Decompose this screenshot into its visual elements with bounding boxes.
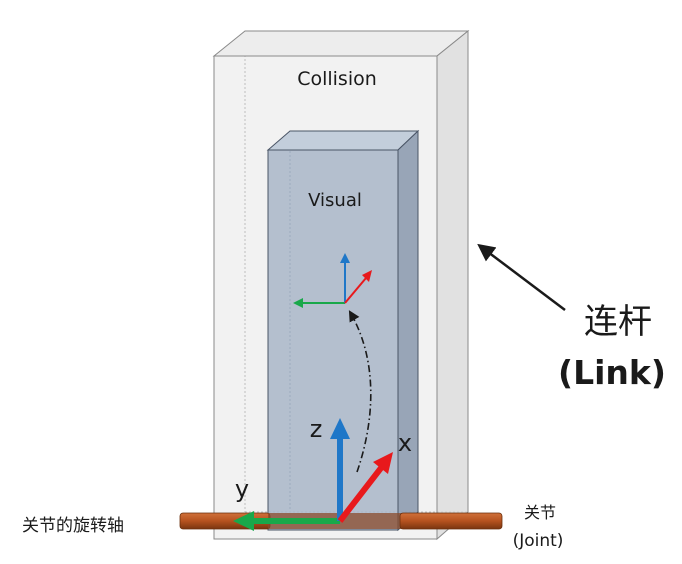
- visual-label: Visual: [308, 190, 362, 211]
- collision-side-face: [436, 29, 469, 541]
- visual-axis-z-head: [340, 253, 350, 263]
- origin-offset-arc: [348, 310, 372, 473]
- visual-box: [266, 129, 420, 532]
- axis-x-label: x: [398, 429, 412, 457]
- link-label-en: (Link): [558, 353, 666, 392]
- axis-z-label: z: [310, 415, 323, 443]
- visual-front-face: [267, 149, 399, 531]
- joint-axis-x-shaft: [337, 466, 384, 523]
- visual-axis-x-head: [362, 270, 372, 282]
- visual-axis-y-head: [293, 298, 303, 308]
- joint-axis-x-head: [373, 452, 393, 474]
- visual-axis-x-shaft: [344, 277, 367, 304]
- visual-top-face: [266, 130, 420, 151]
- collision-label: Collision: [297, 68, 377, 90]
- collision-top-face: [212, 30, 470, 57]
- joint-label-en: (Joint): [513, 531, 564, 551]
- joint-rod-right: [399, 512, 503, 530]
- joint-frame-axes: [233, 418, 393, 531]
- link-pointer-arrow: [477, 243, 566, 311]
- link-label-cn: 连杆: [584, 302, 652, 342]
- rotation-axis-label: 关节的旋转轴: [22, 516, 124, 536]
- joint-axis-z-head: [330, 418, 350, 439]
- axis-y-label: y: [235, 475, 249, 503]
- joint-label-cn: 关节: [524, 503, 556, 522]
- visual-origin-axes: [293, 253, 372, 308]
- visual-side-face: [397, 129, 419, 532]
- joint-axis-y-head: [233, 511, 254, 531]
